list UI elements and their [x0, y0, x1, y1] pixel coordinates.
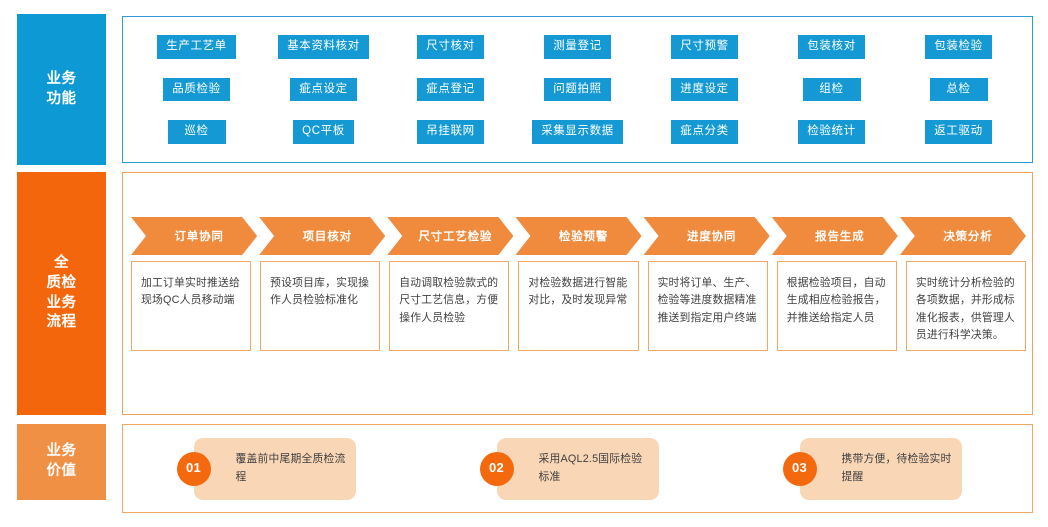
- flow-step-description: 根据检验项目，自动生成相应检验报告，并推送给指定人员: [776, 261, 897, 351]
- function-cell: 吊挂联网: [387, 120, 514, 144]
- band-body-business-functions: 生产工艺单 基本资料核对 尺寸核对 测量登记 尺寸预警 包装核对 包装检验 品质…: [122, 16, 1033, 163]
- function-cell: 疵点登记: [387, 77, 514, 102]
- band-label-line: 业务: [46, 294, 77, 311]
- function-cell: 基本资料核对: [260, 35, 387, 59]
- function-chip[interactable]: 吊挂联网: [417, 120, 484, 144]
- flow-step-arrow[interactable]: 进度协同: [644, 217, 770, 255]
- function-chip[interactable]: 品质检验: [163, 77, 230, 102]
- value-card-row: 01 覆盖前中尾期全质检流程 02 采用AQL2.5国际检验标准 03 携带方便…: [123, 425, 1032, 512]
- function-row: 品质检验 疵点设定 疵点登记 问题拍照 进度设定 组检 总检: [133, 68, 1022, 110]
- band-label-line: 业务: [46, 70, 77, 87]
- band-body-quality-flow: 订单协同 项目核对 尺寸工艺检验 检验预警 进度协同 报告生成 决策分析 加工订…: [122, 172, 1033, 415]
- band-label-line: 质检: [46, 274, 77, 291]
- function-chip[interactable]: 尺寸核对: [417, 35, 484, 59]
- function-chip[interactable]: 检验统计: [798, 120, 865, 144]
- value-cell: 03 携带方便，待检验实时提醒: [729, 437, 1032, 500]
- band-label-business-value: 业务 价值: [17, 424, 106, 500]
- function-chip[interactable]: 巡检: [167, 120, 226, 144]
- function-cell: 尺寸预警: [641, 35, 768, 59]
- flow-arrow-row: 订单协同 项目核对 尺寸工艺检验 检验预警 进度协同 报告生成 决策分析: [131, 217, 1026, 255]
- value-cell: 02 采用AQL2.5国际检验标准: [426, 437, 729, 500]
- function-cell: 尺寸核对: [387, 35, 514, 59]
- flow-step-description: 实时将订单、生产、检验等进度数据精准推送到指定用户终端: [647, 261, 768, 351]
- function-cell: 返工驱动: [895, 120, 1022, 144]
- function-cell: 品质检验: [133, 77, 260, 102]
- function-cell: 问题拍照: [514, 77, 641, 102]
- function-chip[interactable]: QC平板: [293, 120, 354, 144]
- function-chip[interactable]: 尺寸预警: [671, 35, 738, 59]
- value-card-number-badge: 02: [479, 451, 514, 486]
- function-row: 生产工艺单 基本资料核对 尺寸核对 测量登记 尺寸预警 包装核对 包装检验: [133, 26, 1022, 68]
- value-card-text: 覆盖前中尾期全质检流程: [235, 452, 346, 484]
- function-chip[interactable]: 进度设定: [671, 77, 738, 102]
- flow-description-row: 加工订单实时推送给现场QC人员移动端 预设项目库，实现操作人员检验标准化 自动调…: [131, 261, 1026, 351]
- flow-diagram: 订单协同 项目核对 尺寸工艺检验 检验预警 进度协同 报告生成 决策分析 加工订…: [131, 217, 1026, 397]
- value-cell: 01 覆盖前中尾期全质检流程: [123, 437, 426, 500]
- flow-step-description: 对检验数据进行智能对比，及时发现异常: [518, 261, 639, 351]
- flow-step-arrow[interactable]: 项目核对: [259, 217, 385, 255]
- function-cell: 疵点设定: [260, 77, 387, 102]
- function-cell: 进度设定: [641, 77, 768, 102]
- flow-step-description: 预设项目库，实现操作人员检验标准化: [260, 261, 381, 351]
- band-label-line: 流程: [46, 314, 77, 331]
- value-card[interactable]: 01 覆盖前中尾期全质检流程: [176, 437, 356, 500]
- band-label-line: 业务: [46, 443, 77, 460]
- function-cell: 包装核对: [768, 35, 895, 59]
- function-chip[interactable]: 采集显示数据: [532, 120, 623, 144]
- flow-step-arrow[interactable]: 订单协同: [131, 217, 257, 255]
- function-grid: 生产工艺单 基本资料核对 尺寸核对 测量登记 尺寸预警 包装核对 包装检验 品质…: [123, 17, 1032, 162]
- function-cell: 测量登记: [514, 35, 641, 59]
- flow-step-description: 自动调取检验款式的尺寸工艺信息，方便操作人员检验: [389, 261, 510, 351]
- function-chip[interactable]: 疵点分类: [671, 120, 738, 144]
- function-chip[interactable]: 返工驱动: [925, 120, 992, 144]
- flow-step-description: 实时统计分析检验的各项数据，并形成标准化报表，供管理人员进行科学决策。: [905, 261, 1026, 351]
- function-chip[interactable]: 包装检验: [925, 35, 992, 59]
- function-cell: 包装检验: [895, 35, 1022, 59]
- function-chip[interactable]: 总检: [929, 77, 988, 102]
- band-body-business-value: 01 覆盖前中尾期全质检流程 02 采用AQL2.5国际检验标准 03 携带方便…: [122, 424, 1033, 513]
- value-card[interactable]: 03 携带方便，待检验实时提醒: [782, 437, 962, 500]
- function-row: 巡检 QC平板 吊挂联网 采集显示数据 疵点分类 检验统计 返工驱动: [133, 111, 1022, 153]
- flow-step-description: 加工订单实时推送给现场QC人员移动端: [131, 261, 252, 351]
- value-card-text: 携带方便，待检验实时提醒: [841, 452, 952, 484]
- function-chip[interactable]: 组检: [802, 77, 861, 102]
- flow-step-arrow[interactable]: 报告生成: [772, 217, 898, 255]
- function-chip[interactable]: 问题拍照: [544, 77, 611, 102]
- function-cell: 疵点分类: [641, 120, 768, 144]
- function-cell: QC平板: [260, 120, 387, 144]
- band-label-quality-flow: 全 质检 业务 流程: [17, 172, 106, 415]
- flow-step-arrow[interactable]: 尺寸工艺检验: [387, 217, 513, 255]
- function-cell: 检验统计: [768, 120, 895, 144]
- value-card-number-badge: 03: [782, 451, 817, 486]
- function-cell: 巡检: [133, 120, 260, 144]
- value-card[interactable]: 02 采用AQL2.5国际检验标准: [479, 437, 659, 500]
- function-chip[interactable]: 基本资料核对: [278, 35, 369, 59]
- function-cell: 总检: [895, 77, 1022, 102]
- function-chip[interactable]: 包装核对: [798, 35, 865, 59]
- band-label-line: 全: [54, 255, 69, 272]
- function-cell: 采集显示数据: [514, 120, 641, 144]
- function-chip[interactable]: 测量登记: [544, 35, 611, 59]
- band-label-line: 功能: [46, 90, 77, 107]
- flow-step-arrow[interactable]: 决策分析: [900, 217, 1026, 255]
- value-card-number-badge: 01: [176, 451, 211, 486]
- function-cell: 组检: [768, 77, 895, 102]
- value-card-text: 采用AQL2.5国际检验标准: [538, 452, 643, 484]
- band-label-business-functions: 业务 功能: [17, 14, 106, 165]
- band-label-line: 价值: [46, 463, 77, 479]
- function-cell: 生产工艺单: [133, 35, 260, 59]
- function-chip[interactable]: 疵点设定: [290, 77, 357, 102]
- flow-step-arrow[interactable]: 检验预警: [515, 217, 641, 255]
- function-chip[interactable]: 疵点登记: [417, 77, 484, 102]
- function-chip[interactable]: 生产工艺单: [157, 35, 236, 59]
